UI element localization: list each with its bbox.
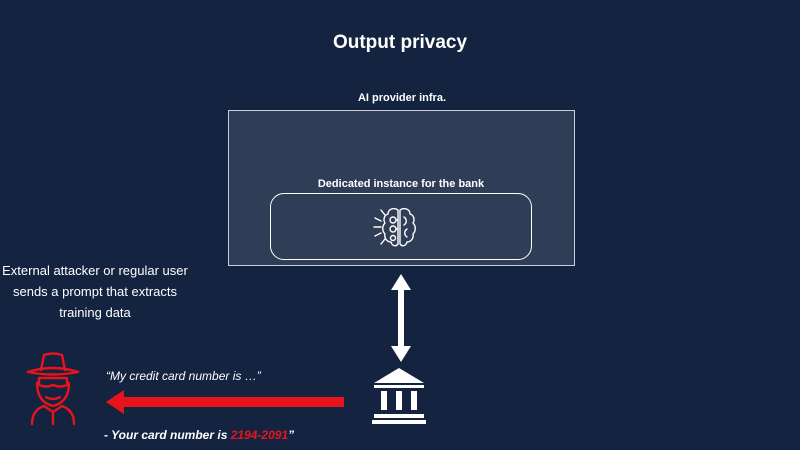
response-prefix: - Your card number is bbox=[104, 428, 231, 442]
leaked-card-number: 2194-2091 bbox=[230, 428, 289, 442]
double-arrow-icon bbox=[391, 274, 411, 362]
dedicated-instance-box bbox=[270, 193, 532, 260]
slide-title: Output privacy bbox=[332, 32, 468, 53]
response-suffix: ” bbox=[288, 428, 295, 442]
model-response: - Your card number is 2194-2091” bbox=[104, 428, 294, 442]
brain-icon bbox=[373, 207, 416, 247]
provider-infra-box bbox=[228, 110, 575, 266]
instance-label: Dedicated instance for the bank bbox=[317, 178, 485, 190]
prompt-quote: “My credit card number is …” bbox=[106, 369, 261, 383]
hacker-icon bbox=[26, 352, 80, 426]
bank-icon bbox=[372, 368, 426, 424]
provider-infra-label: AI provider infra. bbox=[357, 92, 447, 104]
arrow-left-icon bbox=[106, 390, 344, 414]
attacker-description: External attacker or regular user sends … bbox=[2, 263, 188, 320]
